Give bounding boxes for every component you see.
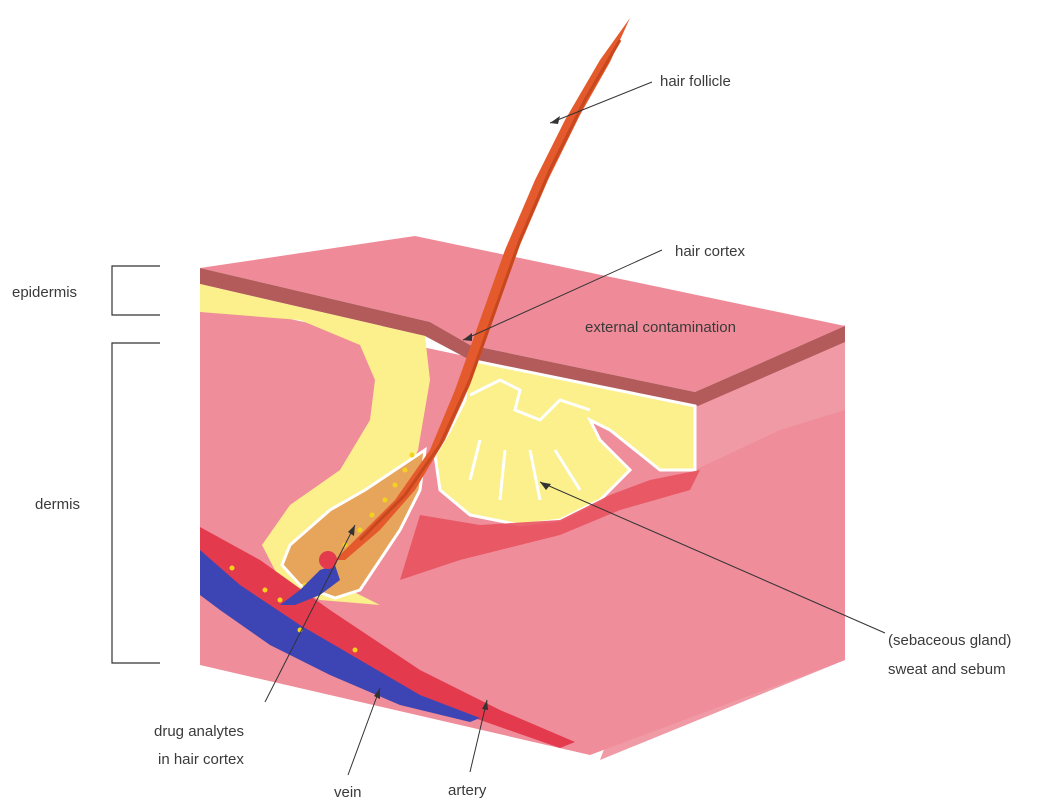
label-hair-cortex: hair cortex: [675, 243, 746, 260]
dermis-bracket: [112, 343, 160, 663]
label-in-hair-cortex: in hair cortex: [158, 751, 244, 768]
label-external-contamination: external contamination: [585, 319, 736, 336]
label-hair-follicle: hair follicle: [660, 73, 731, 90]
epidermis-bracket: [112, 266, 160, 315]
label-epidermis: epidermis: [12, 284, 77, 301]
label-artery: artery: [448, 782, 487, 799]
label-dermis: dermis: [35, 496, 80, 513]
label-sebaceous-gland: (sebaceous gland): [888, 632, 1011, 649]
label-sweat-sebum: sweat and sebum: [888, 661, 1006, 678]
label-drug-analytes: drug analytes: [154, 723, 244, 740]
label-vein: vein: [334, 784, 362, 801]
